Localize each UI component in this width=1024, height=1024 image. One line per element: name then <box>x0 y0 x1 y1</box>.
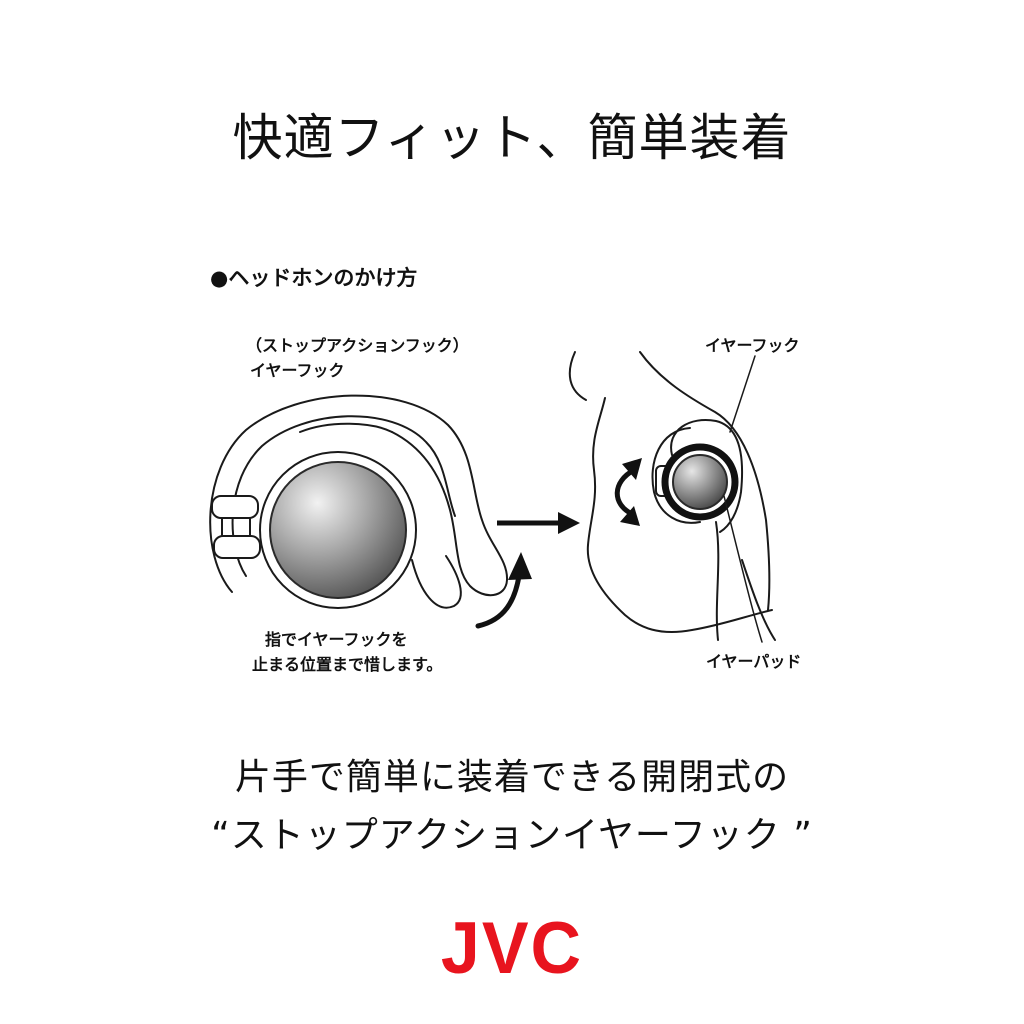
ear-pad-leader-line <box>723 495 763 643</box>
instruction-line2: 止まる位置まで惜します。 <box>252 655 443 674</box>
hook-clip-joint <box>221 517 251 537</box>
rotate-double-arrow <box>614 458 642 526</box>
ear-hook-label: イヤーフック <box>705 336 800 355</box>
headphone-cable <box>715 521 720 641</box>
head-outline-hairline <box>568 351 587 401</box>
tagline-line1: 片手で簡単に装着できる開閉式の <box>234 757 790 798</box>
rotate-arrow-head-top <box>622 458 642 480</box>
ear-hook-middle-strand <box>299 422 393 433</box>
ear-hook-leader-line <box>729 355 756 433</box>
left-label-line2: イヤーフック <box>250 361 345 380</box>
worn-ear-hook <box>670 419 744 533</box>
hook-clip-lower <box>213 535 261 559</box>
ear-hook-outer-loop <box>209 394 509 596</box>
ear-pad-label: イヤーパッド <box>706 652 802 671</box>
page-title: 快適フィット、簡単装着 <box>232 109 792 167</box>
curved-up-arrow-head <box>508 552 532 580</box>
section-heading: ●ヘッドホンのかけ方 <box>210 266 418 290</box>
head-outline-face <box>586 397 773 634</box>
arrows <box>475 512 580 629</box>
rotate-arrow-head-bottom <box>620 506 640 526</box>
ear-pad-sphere <box>672 454 728 510</box>
right-arrow-head <box>558 512 580 534</box>
rotate-arrow-arc <box>614 467 637 517</box>
instruction-line1: 指でイヤーフックを <box>265 630 408 649</box>
head-outline-back <box>639 351 771 611</box>
jvc-logo: JVC <box>440 907 584 989</box>
left-label-line1: （ストップアクションフック） <box>246 336 469 355</box>
ear-outline <box>651 427 701 524</box>
curved-up-arrow-shaft <box>475 573 522 629</box>
tagline-line2: “ストップアクションイヤーフック ” <box>211 815 813 856</box>
ear-hook-lower-lobe <box>411 555 462 609</box>
neck-outline <box>741 559 776 641</box>
right-head-illustration <box>568 351 776 643</box>
earpiece-sphere <box>269 461 407 599</box>
hook-clip-upper <box>211 495 259 519</box>
left-headphone-illustration <box>209 394 509 609</box>
